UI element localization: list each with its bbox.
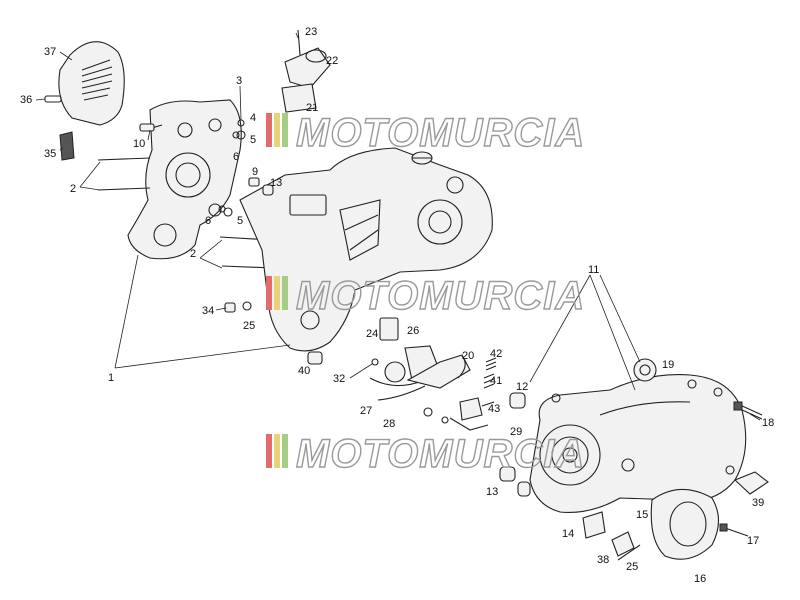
callout-19: 19 xyxy=(662,359,674,371)
callout-37: 37 xyxy=(44,46,56,58)
transmission-cover-part xyxy=(529,374,747,513)
callout-3: 3 xyxy=(236,75,242,87)
callout-21: 21 xyxy=(306,102,318,114)
callout-16: 16 xyxy=(694,573,706,585)
fan-cover-part xyxy=(44,41,125,161)
callout-42: 42 xyxy=(490,348,502,360)
callout-18: 18 xyxy=(762,417,774,429)
callout-25: 25 xyxy=(243,320,255,332)
watermark-top: MOTOMURCIA xyxy=(266,110,585,156)
callout-35: 35 xyxy=(44,148,56,160)
callout-10: 10 xyxy=(133,138,145,150)
intake-manifold-part xyxy=(281,29,331,113)
callout-4: 4 xyxy=(250,112,256,124)
right-crankcase-part xyxy=(239,147,493,352)
cover-accessories-part xyxy=(499,358,769,561)
callout-26: 26 xyxy=(407,325,419,337)
callout-25: 25 xyxy=(626,561,638,573)
callout-40: 40 xyxy=(298,365,310,377)
callout-9: 9 xyxy=(252,166,258,178)
callout-28: 28 xyxy=(383,418,395,430)
callout-6: 6 xyxy=(205,215,211,227)
callout-39: 39 xyxy=(752,497,764,509)
callout-5: 5 xyxy=(237,215,243,227)
small-fasteners-part xyxy=(139,119,323,365)
callout-14: 14 xyxy=(562,528,574,540)
leader-lines xyxy=(35,32,761,421)
callout-41: 41 xyxy=(490,375,502,387)
callout-32: 32 xyxy=(333,373,345,385)
left-crankcase-part xyxy=(127,99,242,260)
callout-13: 13 xyxy=(486,486,498,498)
callout-12: 12 xyxy=(516,381,528,393)
callout-27: 27 xyxy=(360,405,372,417)
callout-17: 17 xyxy=(747,535,759,547)
watermark-middle: MOTOMURCIA xyxy=(266,273,585,319)
callout-20: 20 xyxy=(462,350,474,362)
watermark-text: MOTOMURCIA xyxy=(296,111,585,155)
callout-11: 11 xyxy=(588,264,599,276)
callout-15: 15 xyxy=(636,509,648,521)
watermark-bottom: MOTOMURCIA xyxy=(266,431,585,477)
callout-1: 1 xyxy=(108,372,114,384)
callout-22: 22 xyxy=(326,55,338,67)
callout-38: 38 xyxy=(597,554,609,566)
callout-36: 36 xyxy=(20,94,32,106)
callout-6: 6 xyxy=(233,151,239,163)
callout-2: 2 xyxy=(190,248,196,260)
callout-34: 34 xyxy=(202,305,214,317)
callout-labels: 37 36 35 2 10 3 4 5 6 23 22 21 9 13 6 5 … xyxy=(20,26,774,585)
callout-2: 2 xyxy=(70,183,76,195)
callout-43: 43 xyxy=(488,403,500,415)
callout-24: 24 xyxy=(366,328,378,340)
watermark-group: MOTOMURCIA MOTOMURCIA MOTOMURCIA xyxy=(266,110,585,477)
watermark-text: MOTOMURCIA xyxy=(296,432,585,476)
callout-5: 5 xyxy=(250,134,256,146)
callout-29: 29 xyxy=(510,426,522,438)
watermark-text: MOTOMURCIA xyxy=(296,274,585,318)
springs-levers-part xyxy=(441,355,497,431)
callout-13: 13 xyxy=(270,177,282,189)
callout-23: 23 xyxy=(305,26,317,38)
kickstart-mechanism-part xyxy=(369,317,471,417)
